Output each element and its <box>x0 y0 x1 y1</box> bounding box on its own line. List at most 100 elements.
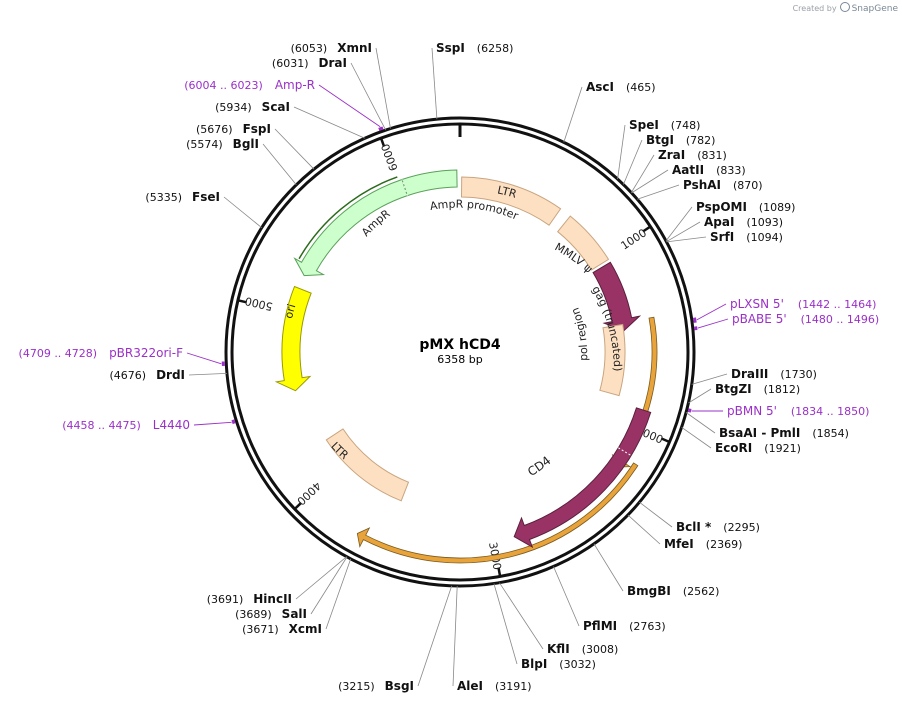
primer-name[interactable]: pBR322ori-F <box>109 346 183 360</box>
enzyme-name[interactable]: AatII <box>672 163 704 177</box>
enzyme-name[interactable]: PspOMI <box>696 200 747 214</box>
enzyme-site[interactable]: DraI(6031) <box>272 56 347 70</box>
primer-name[interactable]: Amp-R <box>275 78 315 92</box>
enzyme-site[interactable]: SspI(6258) <box>436 41 513 55</box>
enzyme-name[interactable]: BmgBI <box>627 584 671 598</box>
ori-feature[interactable] <box>274 285 312 392</box>
feature-label-ltr-top[interactable]: LTR <box>496 183 518 200</box>
primer-mark[interactable] <box>231 419 236 425</box>
enzyme-name[interactable]: HincII <box>253 592 292 606</box>
enzyme-site[interactable]: FseI(5335) <box>145 190 220 204</box>
primer-site[interactable]: pBABE 5'(1480 .. 1496) <box>732 312 879 326</box>
enzyme-site[interactable]: FspI(5676) <box>196 122 271 136</box>
ampr-promoter-feature[interactable] <box>401 169 458 197</box>
enzyme-site[interactable]: HincII(3691) <box>207 592 292 606</box>
enzyme-name[interactable]: KflI <box>547 642 570 656</box>
enzyme-name[interactable]: BtgZI <box>715 382 752 396</box>
enzyme-site[interactable]: EcoRI(1921) <box>715 441 801 455</box>
enzyme-position: (748) <box>671 119 701 132</box>
primer-site[interactable]: pLXSN 5'(1442 .. 1464) <box>730 297 876 311</box>
primer-mark[interactable] <box>378 126 384 131</box>
enzyme-name[interactable]: BsaAI - PmlI <box>719 426 800 440</box>
orf-arrow-lower[interactable] <box>356 462 639 564</box>
enzyme-name[interactable]: ApaI <box>704 215 734 229</box>
enzyme-name[interactable]: AscI <box>586 80 614 94</box>
enzyme-name[interactable]: ScaI <box>262 100 290 114</box>
primer-range: (6004 .. 6023) <box>184 79 263 92</box>
primer-mark[interactable] <box>693 317 697 323</box>
enzyme-name[interactable]: DraIII <box>731 367 768 381</box>
enzyme-name[interactable]: SrfI <box>710 230 734 244</box>
enzyme-site[interactable]: BmgBI(2562) <box>627 584 719 598</box>
enzyme-site[interactable]: XcmI(3671) <box>242 622 322 636</box>
primer-leader <box>318 84 381 128</box>
enzyme-name[interactable]: FspI <box>243 122 271 136</box>
enzyme-name[interactable]: XmnI <box>337 41 372 55</box>
enzyme-site[interactable]: PflMI(2763) <box>583 619 666 633</box>
site-leader <box>452 585 458 687</box>
enzyme-site[interactable]: PshAI(870) <box>683 178 763 192</box>
ltr-top-feature[interactable] <box>460 176 562 226</box>
enzyme-name[interactable]: AleI <box>457 679 483 693</box>
ampr-feature[interactable] <box>293 178 409 277</box>
cd4-feature[interactable] <box>513 407 652 549</box>
primer-name[interactable]: pBABE 5' <box>732 312 787 326</box>
enzyme-site[interactable]: BsgI(3215) <box>338 679 414 693</box>
plasmid-backbone <box>224 116 696 588</box>
enzyme-site[interactable]: SalI(3689) <box>235 607 307 621</box>
enzyme-name[interactable]: FseI <box>192 190 220 204</box>
enzyme-site[interactable]: SrfI(1094) <box>710 230 783 244</box>
enzyme-site[interactable]: ZraI(831) <box>658 148 727 162</box>
primer-mark[interactable] <box>687 408 692 413</box>
feature-label-cd4[interactable]: CD4 <box>525 453 553 479</box>
enzyme-name[interactable]: SalI <box>282 607 307 621</box>
enzyme-site[interactable]: DrdI(4676) <box>110 368 185 382</box>
enzyme-name[interactable]: BclI * <box>676 520 712 534</box>
enzyme-name[interactable]: BglI <box>233 137 259 151</box>
enzyme-name[interactable]: BsgI <box>385 679 414 693</box>
enzyme-site[interactable]: BclI *(2295) <box>676 520 760 534</box>
enzyme-site[interactable]: AleI(3191) <box>457 679 532 693</box>
enzyme-site[interactable]: BtgI(782) <box>646 133 715 147</box>
enzyme-name[interactable]: DrdI <box>156 368 185 382</box>
enzyme-name[interactable]: SpeI <box>629 118 659 132</box>
enzyme-site[interactable]: AatII(833) <box>672 163 746 177</box>
primer-name[interactable]: pBMN 5' <box>727 404 777 418</box>
enzyme-name[interactable]: SspI <box>436 41 465 55</box>
enzyme-site[interactable]: BlpI(3032) <box>521 657 596 671</box>
primer-site[interactable]: L4440(4458 .. 4475) <box>62 418 190 432</box>
enzyme-name[interactable]: MfeI <box>664 537 694 551</box>
enzyme-name[interactable]: XcmI <box>289 622 322 636</box>
feature-label-pol-region[interactable]: pol region <box>569 306 591 361</box>
enzyme-site[interactable]: ScaI(5934) <box>215 100 290 114</box>
enzyme-name[interactable]: BtgI <box>646 133 674 147</box>
enzyme-name[interactable]: EcoRI <box>715 441 752 455</box>
enzyme-name[interactable]: ZraI <box>658 148 685 162</box>
enzyme-site[interactable]: BsaAI - PmlI(1854) <box>719 426 849 440</box>
enzyme-site[interactable]: BtgZI(1812) <box>715 382 800 396</box>
enzyme-name[interactable]: BlpI <box>521 657 547 671</box>
enzyme-name[interactable]: PflMI <box>583 619 617 633</box>
scale-tick-label: 4000 <box>294 479 323 508</box>
enzyme-site[interactable]: MfeI(2369) <box>664 537 742 551</box>
primer-site[interactable]: pBR322ori-F(4709 .. 4728) <box>19 346 184 360</box>
enzyme-name[interactable]: DraI <box>319 56 347 70</box>
feature-label-ori[interactable]: ori <box>282 302 298 319</box>
pol-region-feature[interactable] <box>599 323 626 397</box>
enzyme-site[interactable]: KflI(3008) <box>547 642 618 656</box>
enzyme-site[interactable]: DraIII(1730) <box>731 367 817 381</box>
site-leader <box>691 373 728 385</box>
enzyme-site[interactable]: ApaI(1093) <box>704 215 783 229</box>
enzyme-site[interactable]: SpeI (748) <box>629 118 700 132</box>
enzyme-site[interactable]: XmnI(6053) <box>291 41 372 55</box>
mmlv-psi-feature[interactable] <box>556 215 610 271</box>
primer-name[interactable]: pLXSN 5' <box>730 297 784 311</box>
ltr-bottom-feature[interactable] <box>325 428 410 502</box>
enzyme-name[interactable]: PshAI <box>683 178 721 192</box>
primer-site[interactable]: Amp-R (6004 .. 6023) <box>184 78 315 92</box>
enzyme-site[interactable]: BglI(5574) <box>186 137 259 151</box>
primer-name[interactable]: L4440 <box>153 418 190 432</box>
primer-site[interactable]: pBMN 5'(1834 .. 1850) <box>727 404 869 418</box>
enzyme-site[interactable]: AscI(465) <box>586 80 656 94</box>
enzyme-site[interactable]: PspOMI(1089) <box>696 200 795 214</box>
